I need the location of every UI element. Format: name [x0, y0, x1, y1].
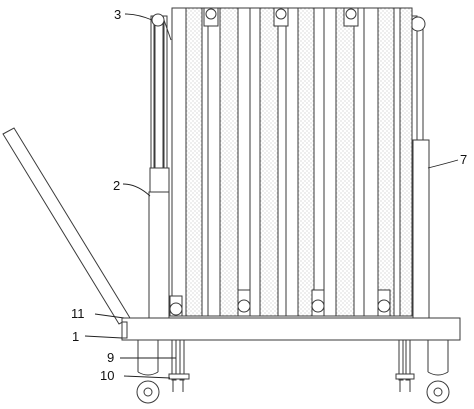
panel-6	[363, 7, 401, 317]
right-brake	[395, 339, 415, 392]
leader-lines	[84, 13, 459, 379]
right-top-pulley	[410, 16, 426, 32]
top-rollers	[203, 7, 359, 27]
panel-2	[207, 7, 251, 317]
bottom-rollers	[169, 289, 391, 317]
panel-4	[285, 7, 325, 317]
left-wheel	[136, 340, 160, 404]
right-wheel	[426, 340, 450, 404]
callout-1: 1	[72, 329, 79, 344]
push-handle	[2, 127, 131, 325]
panel-5	[323, 7, 365, 317]
panel-7	[399, 7, 413, 317]
panel-3	[249, 7, 287, 317]
left-cable	[163, 19, 172, 41]
callout-7: 7	[460, 152, 467, 167]
callout-9: 9	[107, 350, 114, 365]
base-plate	[121, 317, 461, 341]
left-brake	[168, 339, 190, 392]
panel-1	[171, 7, 209, 317]
callout-10: 10	[100, 368, 114, 383]
callout-11: 11	[71, 306, 85, 321]
callout-2: 2	[113, 178, 120, 193]
callout-3: 3	[114, 7, 121, 22]
left-top-pulley	[151, 13, 165, 27]
callouts: 3 2 7 11 1 9 10	[71, 7, 467, 383]
left-lifting-post	[148, 15, 170, 319]
right-post	[411, 15, 430, 319]
